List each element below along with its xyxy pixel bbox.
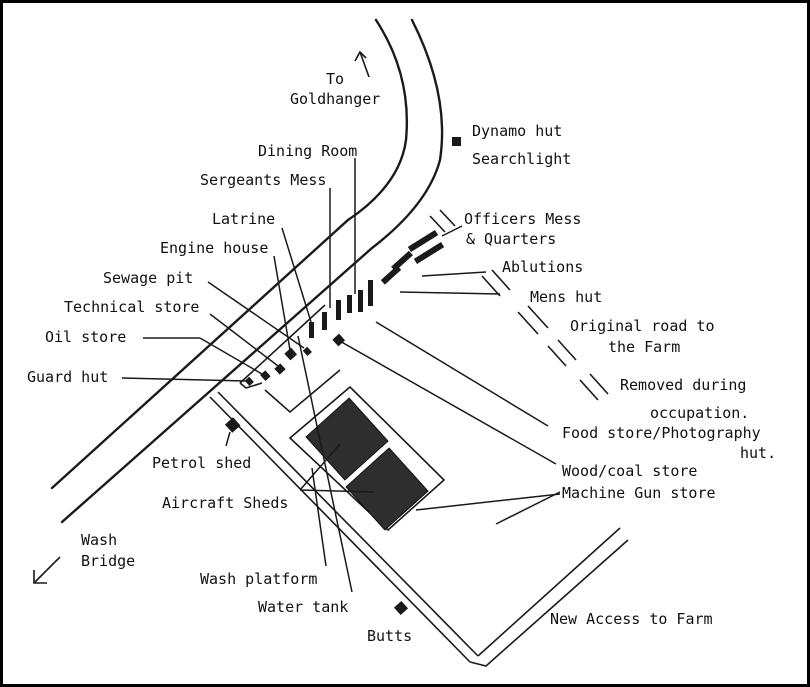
label-goldhanger: Goldhanger	[290, 90, 380, 108]
label-bridge: Bridge	[81, 552, 135, 570]
new-access-road-east	[477, 527, 621, 657]
hut-ablutions	[391, 250, 413, 272]
label-aircraft-sheds: Aircraft Sheds	[162, 494, 288, 512]
label-oil-store: Oil store	[45, 328, 126, 346]
label-latrine: Latrine	[212, 210, 275, 228]
label-sewage-pit: Sewage pit	[103, 269, 193, 287]
label-machine-gun-store: Machine Gun store	[562, 484, 716, 502]
arrow-to-goldhanger-icon	[354, 50, 370, 78]
label-wash-platform: Wash platform	[200, 570, 317, 588]
original-road-dashes	[429, 209, 609, 401]
label-wash: Wash	[81, 531, 117, 549]
label-mens-hut: Mens hut	[530, 288, 602, 306]
hut-guard	[244, 376, 254, 386]
label-food-store: Food store/Photography	[562, 424, 761, 442]
hut-officers-2	[413, 241, 445, 265]
shed-apron-inner	[264, 369, 341, 414]
label-original-road-1: Original road to	[570, 317, 715, 335]
aircraft-shed-2	[345, 447, 429, 531]
label-water-tank: Water tank	[258, 598, 348, 616]
label-technical-store: Technical store	[64, 298, 199, 316]
label-quarters: & Quarters	[466, 230, 556, 248]
hut-block-a	[347, 295, 352, 313]
label-officers-mess: Officers Mess	[464, 210, 581, 228]
label-original-road-2: the Farm	[608, 338, 680, 356]
hut-latrine	[309, 322, 314, 338]
main-road-east-edge	[60, 18, 444, 524]
label-dining-room: Dining Room	[258, 142, 357, 160]
main-road-west-edge	[50, 18, 409, 490]
hut-block-b	[358, 290, 363, 312]
label-dynamo-hut: Dynamo hut	[472, 122, 562, 140]
shed-apron	[288, 385, 446, 532]
label-removed-1: Removed during	[620, 376, 746, 394]
fence-line-right	[217, 391, 479, 657]
label-butts: Butts	[367, 627, 412, 645]
label-engine-house: Engine house	[160, 239, 268, 257]
hut-sewage	[302, 346, 312, 356]
label-searchlight: Searchlight	[472, 150, 571, 168]
label-petrol-shed: Petrol shed	[152, 454, 251, 472]
arrow-to-wash-bridge-icon	[33, 556, 61, 584]
leader-lines	[121, 158, 561, 593]
butts	[393, 600, 409, 616]
hut-dining-room	[336, 300, 341, 320]
label-guard-hut: Guard hut	[27, 368, 108, 386]
new-access-road-west	[469, 539, 629, 667]
label-ablutions: Ablutions	[502, 258, 583, 276]
hut-officers-1	[407, 229, 439, 253]
label-food-store-hut: hut.	[740, 444, 776, 462]
fence-line-left	[209, 396, 471, 663]
hut-sergeants-mess	[322, 312, 327, 330]
label-sergeants-mess: Sergeants Mess	[200, 171, 326, 189]
dynamo-hut	[452, 137, 461, 146]
label-new-access: New Access to Farm	[550, 610, 713, 628]
hut-engine-house	[284, 347, 298, 361]
entrance-road-right	[239, 382, 263, 389]
hut-block-c	[368, 280, 373, 306]
petrol-shed	[224, 417, 241, 433]
label-to: To	[326, 70, 344, 88]
label-wood-coal-store: Wood/coal store	[562, 462, 697, 480]
label-removed-2: occupation.	[650, 404, 749, 422]
hut-oil-store	[260, 370, 271, 381]
